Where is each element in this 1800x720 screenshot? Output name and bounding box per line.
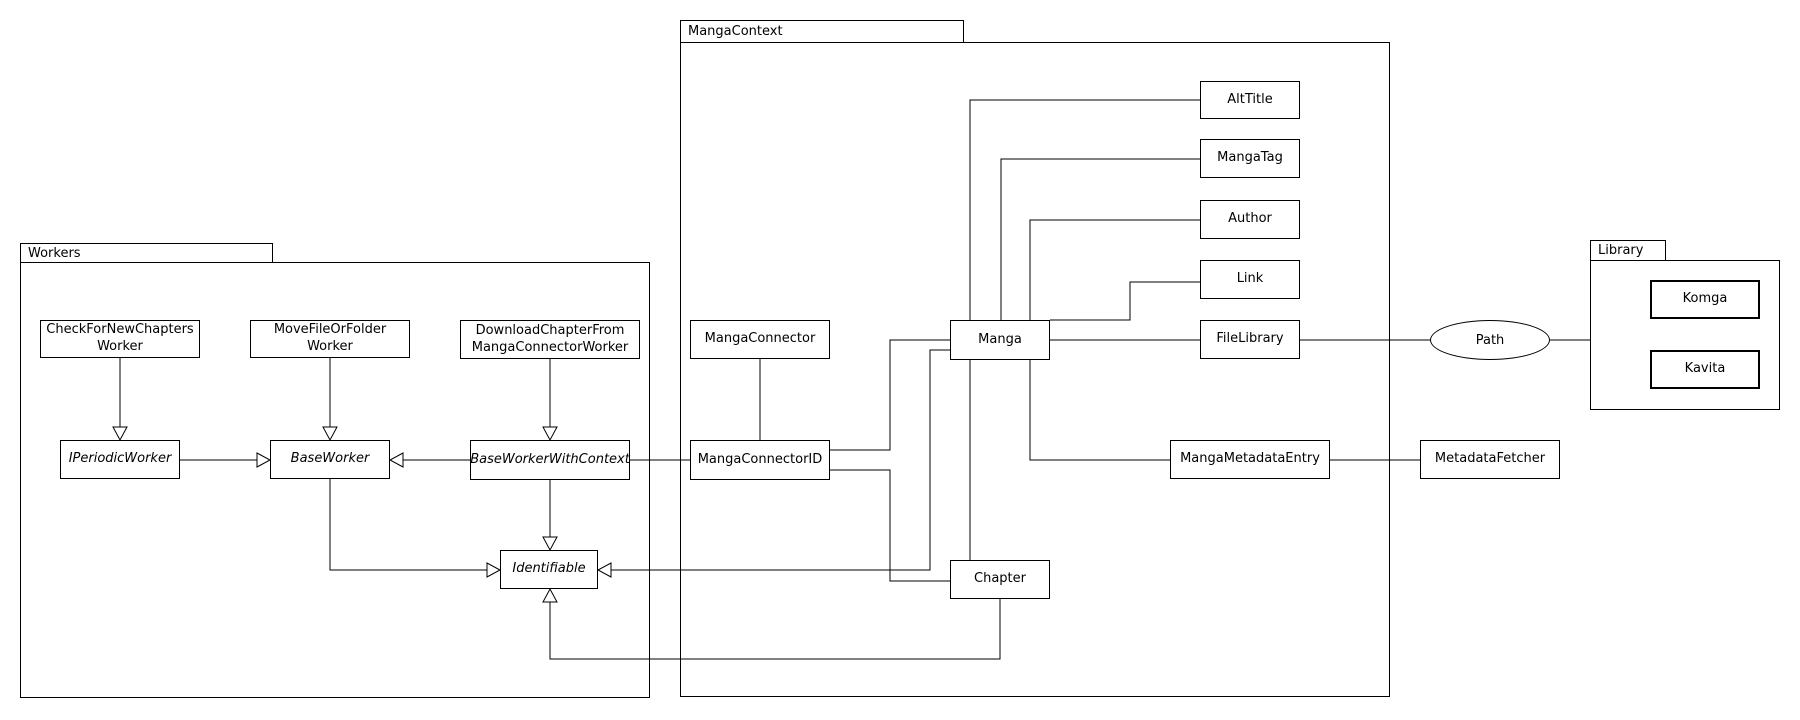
node-manga-label: Manga — [978, 331, 1022, 347]
connector-movefileorfolderworker-baseworker — [322, 358, 338, 442]
connector-mangaconnectorid-manga — [830, 339, 950, 451]
node-manga-tag: MangaTag — [1200, 139, 1300, 178]
connector-manga-mangatag — [1000, 158, 1200, 320]
node-kavita-label: Kavita — [1684, 361, 1726, 377]
node-chapter: Chapter — [950, 560, 1050, 599]
connector-manga-author — [1029, 219, 1200, 320]
node-check-for-new-chapters-worker-line1: CheckForNewChapters — [46, 322, 194, 338]
node-base-worker-label: BaseWorker — [290, 451, 370, 467]
package-library-label: Library — [1598, 243, 1644, 258]
connector-baseworkerwithcontext-baseworker — [388, 452, 470, 468]
node-base-worker: BaseWorker — [270, 440, 390, 479]
node-identifiable: Identifiable — [500, 550, 598, 589]
node-iperiodic-worker: IPeriodicWorker — [60, 440, 180, 479]
connector-baseworkerwithcontext-identifiable — [542, 480, 558, 552]
connector-mangaconnectorid-chapter — [830, 469, 950, 582]
node-manga: Manga — [950, 320, 1050, 360]
node-path-ellipse: Path — [1430, 320, 1550, 360]
node-manga-connector-label: MangaConnector — [704, 331, 816, 347]
node-link: Link — [1200, 260, 1300, 299]
node-alt-title-label: AltTitle — [1227, 91, 1273, 107]
node-link-label: Link — [1236, 271, 1264, 287]
node-move-file-or-folder-worker-line2: Worker — [307, 339, 353, 354]
node-download-chapter-worker-line1: DownloadChapterFrom — [475, 322, 625, 338]
node-metadata-fetcher: MetadataFetcher — [1420, 440, 1560, 479]
node-download-chapter-from-manga-connector-worker: DownloadChapterFrom MangaConnectorWorker — [460, 320, 640, 359]
node-manga-connector-id-label: MangaConnectorID — [697, 451, 823, 467]
node-alt-title: AltTitle — [1200, 81, 1300, 119]
connector-manga-alttitle — [969, 99, 1200, 320]
node-manga-tag-label: MangaTag — [1217, 150, 1283, 166]
node-check-for-new-chapters-worker-line2: Worker — [97, 339, 143, 354]
node-manga-metadata-entry: MangaMetadataEntry — [1170, 440, 1330, 479]
node-base-worker-with-context-label: BaseWorkerWithContext — [470, 451, 630, 467]
connector-chapter-identifiable — [542, 587, 1001, 660]
node-manga-metadata-entry-label: MangaMetadataEntry — [1180, 451, 1320, 467]
connector-manga-mangametadataentry — [1029, 360, 1170, 461]
node-download-chapter-worker-line2: MangaConnectorWorker — [471, 339, 629, 355]
node-identifiable-label: Identifiable — [512, 561, 586, 577]
node-komga-label: Komga — [1682, 291, 1728, 307]
node-author: Author — [1200, 200, 1300, 239]
connector-checkfornewchaptersworker-iperiodicworker — [112, 358, 128, 442]
package-library-body — [1590, 260, 1780, 410]
node-path-label: Path — [1475, 332, 1505, 348]
node-manga-connector-id: MangaConnectorID — [690, 440, 830, 480]
node-chapter-label: Chapter — [974, 571, 1026, 587]
node-iperiodic-worker-label: IPeriodicWorker — [68, 451, 172, 467]
package-mangacontext-label: MangaContext — [688, 24, 783, 39]
connector-downloadchapterworker-baseworkerwithcontext — [542, 359, 558, 442]
package-library-tab: Library — [1590, 240, 1666, 261]
package-mangacontext-tab: MangaContext — [680, 20, 964, 43]
connector-baseworker-identifiable — [329, 479, 502, 578]
package-workers-label: Workers — [28, 245, 81, 261]
node-manga-connector: MangaConnector — [690, 320, 830, 359]
connector-iperiodicworker-baseworker — [180, 452, 272, 468]
node-metadata-fetcher-label: MetadataFetcher — [1434, 451, 1546, 467]
connector-manga-identifiable — [596, 349, 950, 578]
node-file-library-label: FileLibrary — [1216, 331, 1284, 347]
package-mangacontext-body — [680, 42, 1390, 697]
package-workers-tab: Workers — [20, 243, 273, 263]
node-move-file-or-folder-worker-line1: MoveFileOrFolder — [273, 322, 387, 338]
connector-manga-link — [1050, 281, 1200, 321]
node-check-for-new-chapters-worker: CheckForNewChapters Worker — [40, 320, 200, 358]
node-kavita: Kavita — [1650, 350, 1760, 389]
node-base-worker-with-context: BaseWorkerWithContext — [470, 440, 630, 480]
node-move-file-or-folder-worker: MoveFileOrFolder Worker — [250, 320, 410, 358]
package-workers-body — [20, 262, 650, 698]
node-komga: Komga — [1650, 280, 1760, 319]
node-file-library: FileLibrary — [1200, 320, 1300, 359]
node-author-label: Author — [1228, 211, 1272, 227]
